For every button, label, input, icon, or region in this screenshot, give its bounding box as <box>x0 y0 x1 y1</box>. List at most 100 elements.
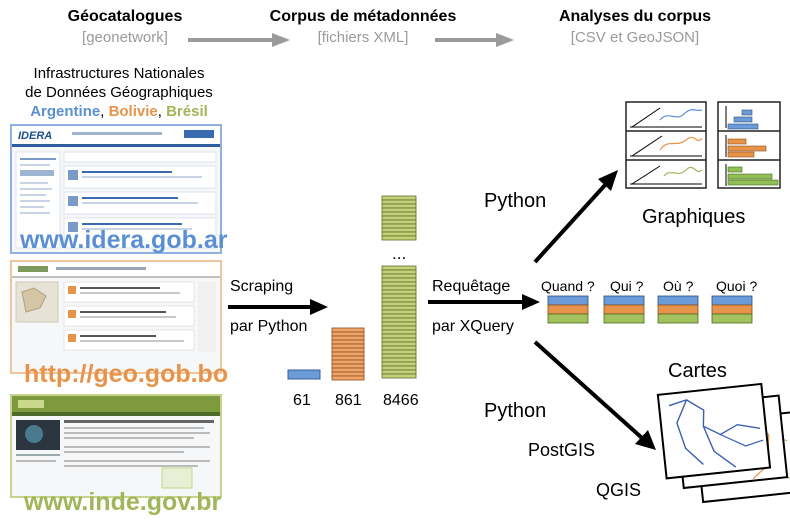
stack-8466-top-layer <box>381 219 417 225</box>
inde-page-thumbnail <box>12 396 220 489</box>
stack-861-layer <box>331 375 365 381</box>
question-label-qui: Qui ? <box>610 278 644 294</box>
stack-8466-bottom-layer <box>381 341 417 347</box>
stack-ellipsis: ... <box>392 244 407 263</box>
question-bar-layer <box>711 313 753 324</box>
stack-8466-bottom-layer <box>381 301 417 307</box>
header-geocatalogues-sub: [geonetwork] <box>82 29 168 46</box>
header-arrow-2 <box>435 33 514 47</box>
question-bar-layer <box>603 295 645 306</box>
requetage-arrow <box>428 294 540 310</box>
question-bar-layer <box>657 295 699 306</box>
stack-8466-bottom-layer <box>381 269 417 275</box>
stack-8466-bottom-layer <box>381 373 417 379</box>
url-idera[interactable]: www.idera.gob.ar <box>20 226 228 254</box>
label-scraping: Scraping <box>230 278 294 295</box>
stack-8466-bottom-layer <box>381 345 417 351</box>
header-analyses-sub: [CSV et GeoJSON] <box>570 29 700 46</box>
country-separator: , <box>157 103 167 120</box>
label-par-xquery: par XQuery <box>432 318 514 335</box>
stack-8466-bottom-layer <box>381 357 417 363</box>
label-qgis: QGIS <box>596 480 642 500</box>
header-corpus: Corpus de métadonnées <box>269 8 457 25</box>
stack-8466-top-layer <box>381 227 417 233</box>
question-bar-layer <box>657 313 699 324</box>
question-label-quand: Quand ? <box>541 278 595 294</box>
stack-861-layer <box>331 371 365 377</box>
sources-line-2: de Données Géographiques <box>25 84 213 101</box>
stack-8466-top-layer <box>381 223 417 229</box>
label-cartes: Cartes <box>668 360 727 382</box>
question-bar-layer <box>711 304 753 315</box>
header-arrow-1 <box>188 33 290 47</box>
country-separator: , <box>100 103 109 120</box>
stack-8466-bottom-layer <box>381 285 417 291</box>
label-python-top: Python <box>484 190 547 212</box>
header-geocatalogues: Géocatalogues <box>67 8 183 25</box>
stack-8466-bottom-layer <box>381 321 417 327</box>
sources-description: Infrastructures Nationales de Données Gé… <box>10 64 228 121</box>
map-stack <box>656 382 790 504</box>
stack-label-61: 61 <box>293 392 311 409</box>
line-chart-panel <box>625 101 707 189</box>
question-bar-layer <box>547 313 589 324</box>
label-par-python: par Python <box>230 318 308 335</box>
stack-8466-bottom-layer <box>381 309 417 315</box>
stack-8466-bottom-layer <box>381 293 417 299</box>
stack-8466-bottom-layer <box>381 349 417 355</box>
idera-screenshot: IDERA <box>10 124 222 254</box>
stack-8466-bottom-layer <box>381 317 417 323</box>
question-label-quoi: Quoi ? <box>716 278 758 294</box>
stack-8466-bottom-layer <box>381 361 417 367</box>
country-argentine: Argentine <box>30 103 101 120</box>
question-bar-layer <box>603 313 645 324</box>
label-postgis: PostGIS <box>528 440 596 460</box>
stack-8466-bottom-layer <box>381 337 417 343</box>
geobo-screenshot <box>10 260 222 374</box>
stack-861-layer <box>331 327 365 333</box>
question-bar-layer <box>547 295 589 306</box>
stack-861-layer <box>331 351 365 357</box>
header-corpus-sub: [fichiers XML] <box>317 29 409 46</box>
stack-8466-bottom-layer <box>381 333 417 339</box>
stack-8466 <box>381 195 417 379</box>
label-requetage: Requêtage <box>432 278 511 295</box>
stack-861-layer <box>331 343 365 349</box>
stack-8466-top-layer <box>381 207 417 213</box>
stack-8466-top-layer <box>381 215 417 221</box>
sources-countries: Argentine, Bolivie, Brésil <box>10 102 228 121</box>
stack-861 <box>331 327 365 381</box>
question-label-ou: Où ? <box>663 278 694 294</box>
stack-label-8466: 8466 <box>383 392 419 409</box>
question-bar-layer <box>603 304 645 315</box>
inde-screenshot <box>10 394 222 498</box>
stack-861-layer <box>331 367 365 373</box>
stack-861-layer <box>331 363 365 369</box>
bar-chart-panel <box>717 101 781 189</box>
url-geobo[interactable]: http://geo.gob.bo <box>24 360 229 388</box>
stack-8466-top-layer <box>381 211 417 217</box>
stack-8466-top-layer <box>381 195 417 201</box>
stack-861-layer <box>331 359 365 365</box>
stack-8466-top-layer <box>381 199 417 205</box>
scraping-arrow <box>228 299 328 315</box>
stack-8466-top-layer <box>381 231 417 237</box>
sources-line-1: Infrastructures Nationales <box>33 65 205 82</box>
geobo-page-thumbnail <box>12 262 220 352</box>
stack-8466-bottom-layer <box>381 329 417 335</box>
url-inde[interactable]: www.inde.gov.br <box>24 488 222 516</box>
country-bolivie: Bolivie <box>108 103 158 120</box>
stack-8466-bottom-layer <box>381 277 417 283</box>
stack-861-layer <box>331 339 365 345</box>
label-graphiques: Graphiques <box>642 206 746 228</box>
stack-8466-bottom-layer <box>381 369 417 375</box>
stack-8466-bottom-layer <box>381 281 417 287</box>
question-bar-layer <box>657 304 699 315</box>
stack-8466-bottom-layer <box>381 273 417 279</box>
stack-861-layer <box>331 355 365 361</box>
stack-8466-top-layer <box>381 203 417 209</box>
label-python-bottom: Python <box>484 400 547 422</box>
stack-8466-bottom-layer <box>381 265 417 271</box>
stack-8466-bottom-layer <box>381 325 417 331</box>
